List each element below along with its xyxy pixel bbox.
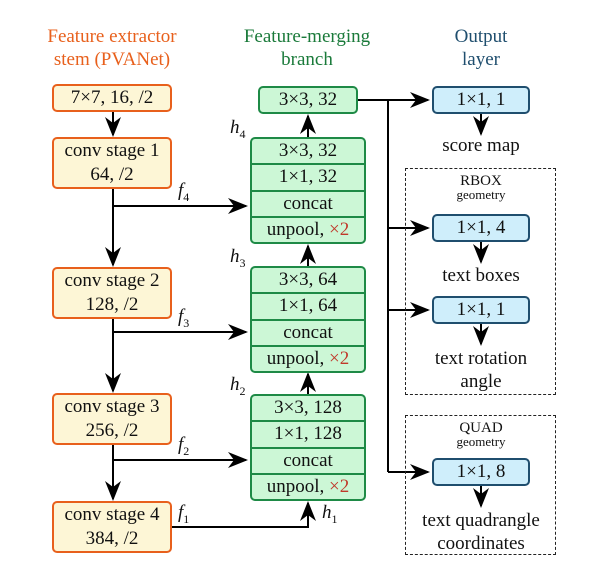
score-map-label: score map (442, 135, 520, 156)
conv3-layer: 3×3, 64 (252, 268, 364, 295)
box-conv: 1×1, 4 (432, 214, 530, 242)
conv3-layer: 3×3, 32 (252, 139, 364, 166)
conv1-layer: 1×1, 32 (252, 165, 364, 192)
label-f1: f1 (178, 502, 190, 526)
label-h2: h2 (230, 374, 246, 398)
concat-layer: concat (252, 449, 364, 475)
concat-layer: concat (252, 192, 364, 218)
quad-conv: 1×1, 8 (432, 458, 530, 486)
conv3-layer: 3×3, 128 (252, 396, 364, 423)
unpool-layer: unpool, ×2 (266, 347, 350, 369)
conv1-layer: 1×1, 128 (252, 422, 364, 449)
label-h1: h1 (322, 502, 338, 526)
score-conv: 1×1, 1 (432, 86, 530, 114)
label-h4: h4 (230, 117, 246, 141)
quad-group (405, 415, 556, 555)
stem-conv-box: 7×7, 16, /2 (52, 84, 172, 112)
conv1-layer: 1×1, 64 (252, 294, 364, 321)
unpool-layer: unpool, ×2 (266, 475, 350, 497)
label-f4: f4 (178, 180, 190, 204)
angle-conv: 1×1, 1 (432, 296, 530, 324)
text-boxes-label: text boxes (442, 265, 520, 286)
merge-top-conv: 3×3, 32 (258, 86, 358, 114)
label-f3: f3 (178, 306, 190, 330)
label-f2: f2 (178, 434, 190, 458)
concat-layer: concat (252, 321, 364, 347)
unpool-layer: unpool, ×2 (266, 218, 350, 240)
rbox-group (405, 168, 556, 395)
label-h3: h3 (230, 246, 246, 270)
